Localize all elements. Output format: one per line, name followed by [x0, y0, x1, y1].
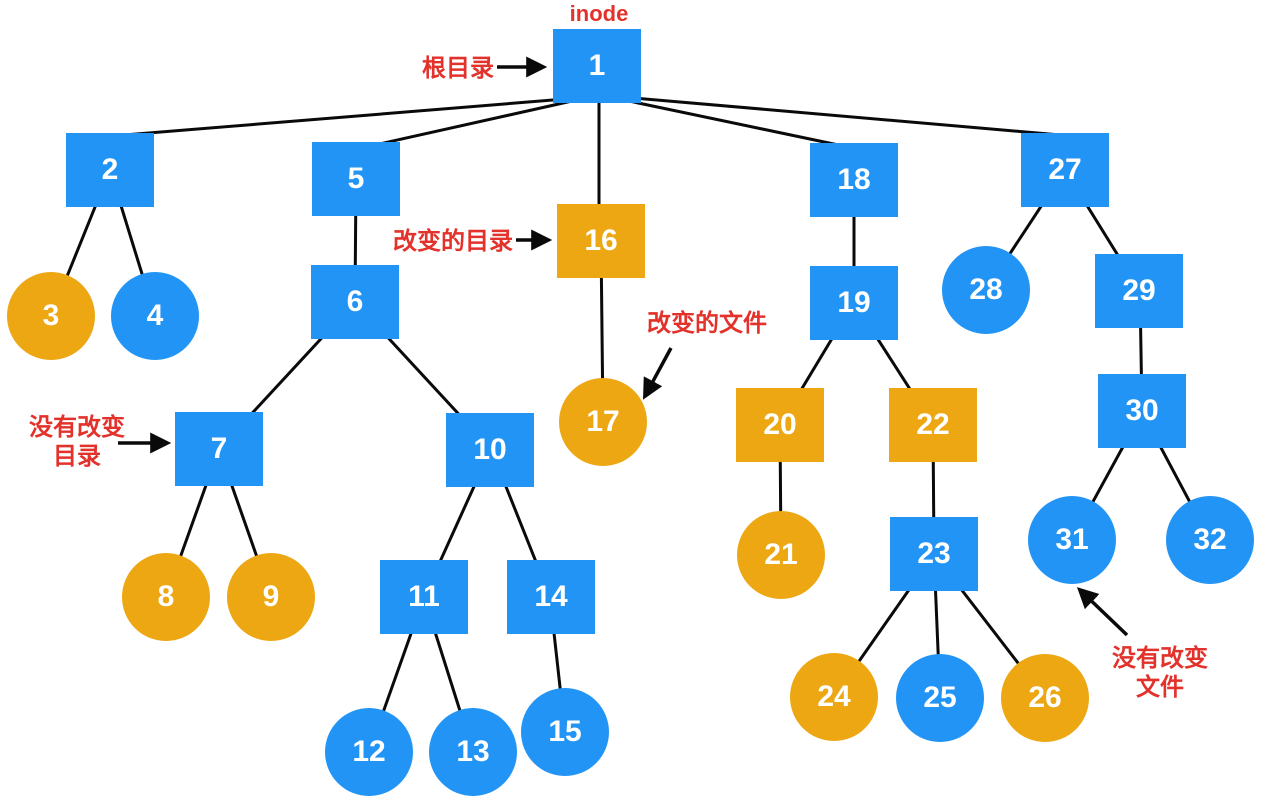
node-16: 16: [557, 204, 645, 278]
node-11: 11: [380, 560, 468, 634]
node-15: 15: [521, 688, 609, 776]
node-25: 25: [896, 654, 984, 742]
node-12: 12: [325, 708, 413, 796]
node-23: 23: [890, 517, 978, 591]
node-5: 5: [312, 142, 400, 216]
node-8: 8: [122, 553, 210, 641]
node-27: 27: [1021, 133, 1109, 207]
node-21: 21: [737, 511, 825, 599]
node-30: 30: [1098, 374, 1186, 448]
edge-1-2: [111, 97, 566, 138]
node-2: 2: [66, 133, 154, 207]
node-7: 7: [175, 412, 263, 486]
root-dir-label: 根目录: [422, 55, 494, 82]
node-24: 24: [790, 653, 878, 741]
node-10: 10: [446, 413, 534, 487]
node-3: 3: [7, 272, 95, 360]
node-31: 31: [1028, 496, 1116, 584]
node-14: 14: [507, 560, 595, 634]
node-19: 19: [810, 266, 898, 340]
edge-1-27: [633, 96, 1073, 138]
edge-1-5: [365, 99, 573, 149]
node-17: 17: [559, 378, 647, 466]
node-22: 22: [889, 388, 977, 462]
changed-dir-label: 改变的目录: [393, 228, 513, 255]
node-26: 26: [1001, 654, 1089, 742]
edge-1-18: [623, 98, 849, 149]
unchanged-file-arrow: [1076, 587, 1129, 637]
unchanged-file-label: 没有改变 文件: [1112, 645, 1208, 702]
unchanged-dir-label: 没有改变 目录: [29, 414, 125, 471]
node-20: 20: [736, 388, 824, 462]
node-4: 4: [111, 272, 199, 360]
node-13: 13: [429, 708, 517, 796]
inode-title: inode: [569, 1, 629, 26]
node-9: 9: [227, 553, 315, 641]
node-29: 29: [1095, 254, 1183, 328]
node-18: 18: [810, 143, 898, 217]
node-1: 1: [553, 29, 641, 103]
changed-file-label: 改变的文件: [647, 310, 767, 337]
node-28: 28: [942, 246, 1030, 334]
node-32: 32: [1166, 496, 1254, 584]
node-6: 6: [311, 265, 399, 339]
changed-file-arrow: [642, 347, 673, 400]
